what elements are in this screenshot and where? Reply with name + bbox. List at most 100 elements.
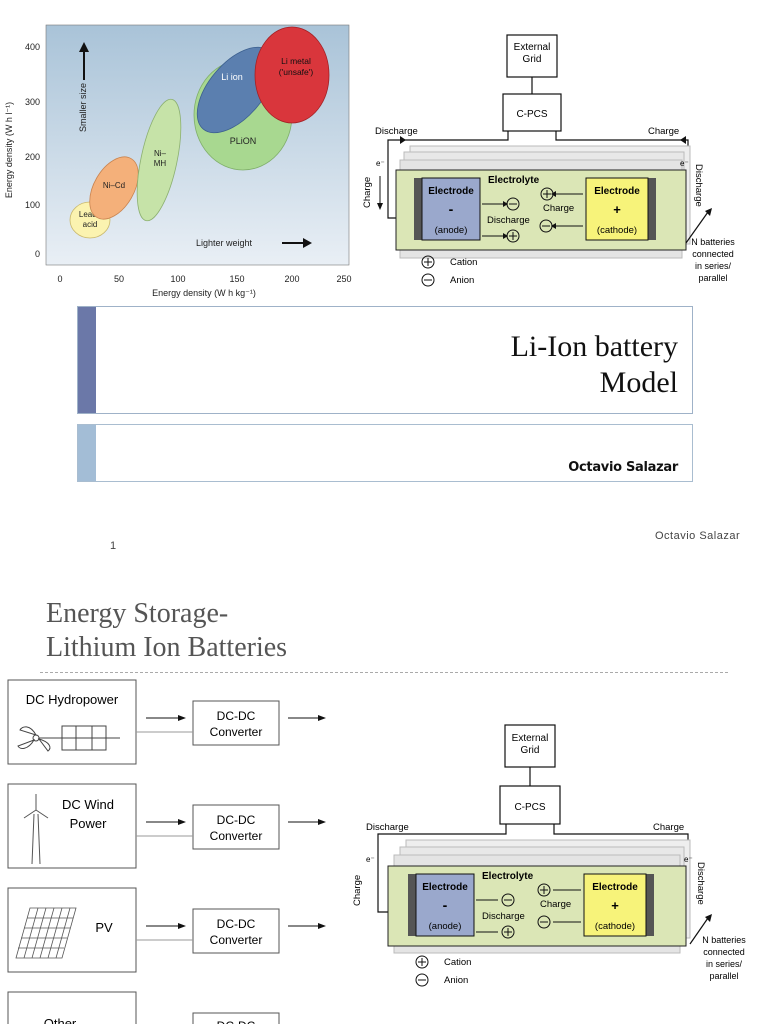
anode-electrode-label-2: Electrode (422, 882, 468, 893)
y-tick: 400 (25, 42, 40, 52)
electrolyte-label: Electrolyte (488, 175, 540, 186)
region-label-li-metal-1: Li metal (281, 56, 311, 66)
inner-charge-label-2: Charge (540, 899, 571, 910)
x-tick-labels: 0 50 100 150 200 250 (57, 274, 351, 284)
wind-turbine-icon (23, 794, 49, 865)
region-label-pliion: PLiON (230, 136, 257, 146)
region-label-lead-acid-2: acid (83, 220, 98, 229)
converter-box-4 (192, 1012, 280, 1024)
cathode-label-2: (cathode) (595, 921, 635, 932)
charge-label-vertical: Charge (362, 177, 373, 208)
y-tick: 200 (25, 152, 40, 162)
cathode-electrode-label: Electrode (594, 186, 640, 197)
discharge-label-left: Discharge (375, 126, 418, 137)
converter-box-3 (192, 908, 280, 954)
energy-density-chart: 400 300 200 100 0 0 50 100 150 200 250 E… (4, 24, 352, 298)
source-label-wind-2: Power (70, 816, 108, 831)
slide2-title-line-2: Lithium Ion Batteries (46, 632, 288, 663)
region-label-li-metal-2: ('unsafe') (279, 67, 314, 77)
cathode-plus-2: + (611, 898, 619, 913)
cpcs-box-2 (499, 785, 561, 825)
cathode-electrode-2 (583, 873, 647, 937)
slide-title-line-1: Li-Ion battery (510, 330, 678, 363)
region-label-ni-cd: Ni–Cd (103, 181, 125, 190)
lighter-weight-label: Lighter weight (196, 238, 253, 248)
slide-title-line-2: Model (599, 366, 678, 399)
y-tick: 0 (35, 249, 40, 259)
converter-label-1a: DC-DC (217, 709, 256, 723)
cathode-plus: + (613, 202, 621, 217)
author-box: Octavio Salazar (77, 424, 693, 482)
x-tick: 0 (57, 274, 62, 284)
slide-title: Li-Ion battery Model (258, 329, 678, 401)
region-label-lead-acid-1: Lead– (79, 210, 102, 219)
source-label-pv: PV (95, 920, 113, 935)
converter-box-1 (192, 700, 280, 746)
charge-label-right-2: Charge (653, 822, 684, 833)
n-batteries-4: parallel (698, 273, 727, 283)
converter-label-1b: Converter (210, 725, 263, 739)
converter-label-2b: Converter (210, 829, 263, 843)
title-accent-bar (78, 307, 96, 413)
slide2-title-line-1: Energy Storage- (46, 598, 229, 629)
external-grid-label-1: External (514, 42, 551, 53)
source-label-hydropower: DC Hydropower (26, 692, 119, 707)
title-box: Li-Ion battery Model (77, 306, 693, 414)
y-tick: 100 (25, 200, 40, 210)
legend-anion-2: Anion (444, 975, 468, 986)
x-axis-label: Energy density (W h kg⁻¹) (152, 288, 256, 298)
region-label-li-ion: Li ion (221, 72, 243, 82)
cpcs-label: C-PCS (516, 109, 547, 120)
converter-label-2a: DC-DC (217, 813, 256, 827)
n-batteries-2c: in series/ (706, 959, 743, 969)
discharge-label-left-2: Discharge (366, 822, 409, 833)
n-batteries-1: N batteries (691, 237, 735, 247)
external-grid-label-2b: Grid (521, 745, 540, 756)
legend-anion: Anion (450, 275, 474, 286)
cathode-electrode-label-2: Electrode (592, 882, 638, 893)
author-name: Octavio Salazar (568, 460, 678, 475)
anode-minus-2: - (443, 897, 448, 913)
source-label-wind-1: DC Wind (62, 797, 114, 812)
battery-diagram-bottom: External Grid C-PCS Discharge Charge e⁻ … (352, 724, 746, 987)
anode-label-2: (anode) (429, 921, 462, 932)
n-batteries-3: in series/ (695, 261, 732, 271)
inner-discharge-label-2: Discharge (482, 911, 525, 922)
cathode-label: (cathode) (597, 225, 637, 236)
region-ni-mh (136, 98, 182, 222)
discharge-label-vertical: Discharge (693, 164, 704, 207)
converter-label-3a: DC-DC (217, 917, 256, 931)
slide2-title: Energy Storage- Lithium Ion Batteries (46, 597, 287, 665)
y-tick: 300 (25, 97, 40, 107)
source-box-pv (7, 887, 137, 973)
charge-label-vertical-2: Charge (352, 875, 363, 906)
electron-left: e⁻ (376, 159, 385, 168)
x-tick: 200 (284, 274, 299, 284)
x-tick: 100 (170, 274, 185, 284)
charge-label-right: Charge (648, 126, 679, 137)
n-batteries-2b: connected (703, 947, 745, 957)
anode-electrode-2 (415, 873, 475, 937)
anode-label: (anode) (435, 225, 468, 236)
author-accent-bar (78, 425, 96, 481)
smaller-size-arrowhead (79, 42, 89, 52)
y-axis-label: Energy density (W h l⁻¹) (4, 102, 14, 198)
external-grid-label-2a: External (512, 733, 549, 744)
n-batteries-2a: N batteries (702, 935, 746, 945)
lighter-weight-arrowhead (303, 238, 312, 248)
region-li-metal (254, 26, 330, 124)
inner-charge-label: Charge (543, 203, 574, 214)
external-grid-box (506, 34, 558, 78)
electrolyte-label-2: Electrolyte (482, 871, 534, 882)
anode-electrode-label: Electrode (428, 186, 474, 197)
battery-diagram-top: External Grid C-PCS Discharge Charge e⁻ … (362, 34, 735, 287)
n-batteries-2: connected (692, 249, 734, 259)
cpcs-box (502, 93, 562, 132)
page-number: 1 (110, 540, 117, 552)
converter-label-3b: Converter (210, 933, 263, 947)
legend-cation-2: Cation (444, 957, 471, 968)
region-ni-cd (89, 156, 139, 220)
solar-panel-icon (15, 907, 77, 959)
title-divider (40, 672, 728, 673)
x-tick: 150 (229, 274, 244, 284)
